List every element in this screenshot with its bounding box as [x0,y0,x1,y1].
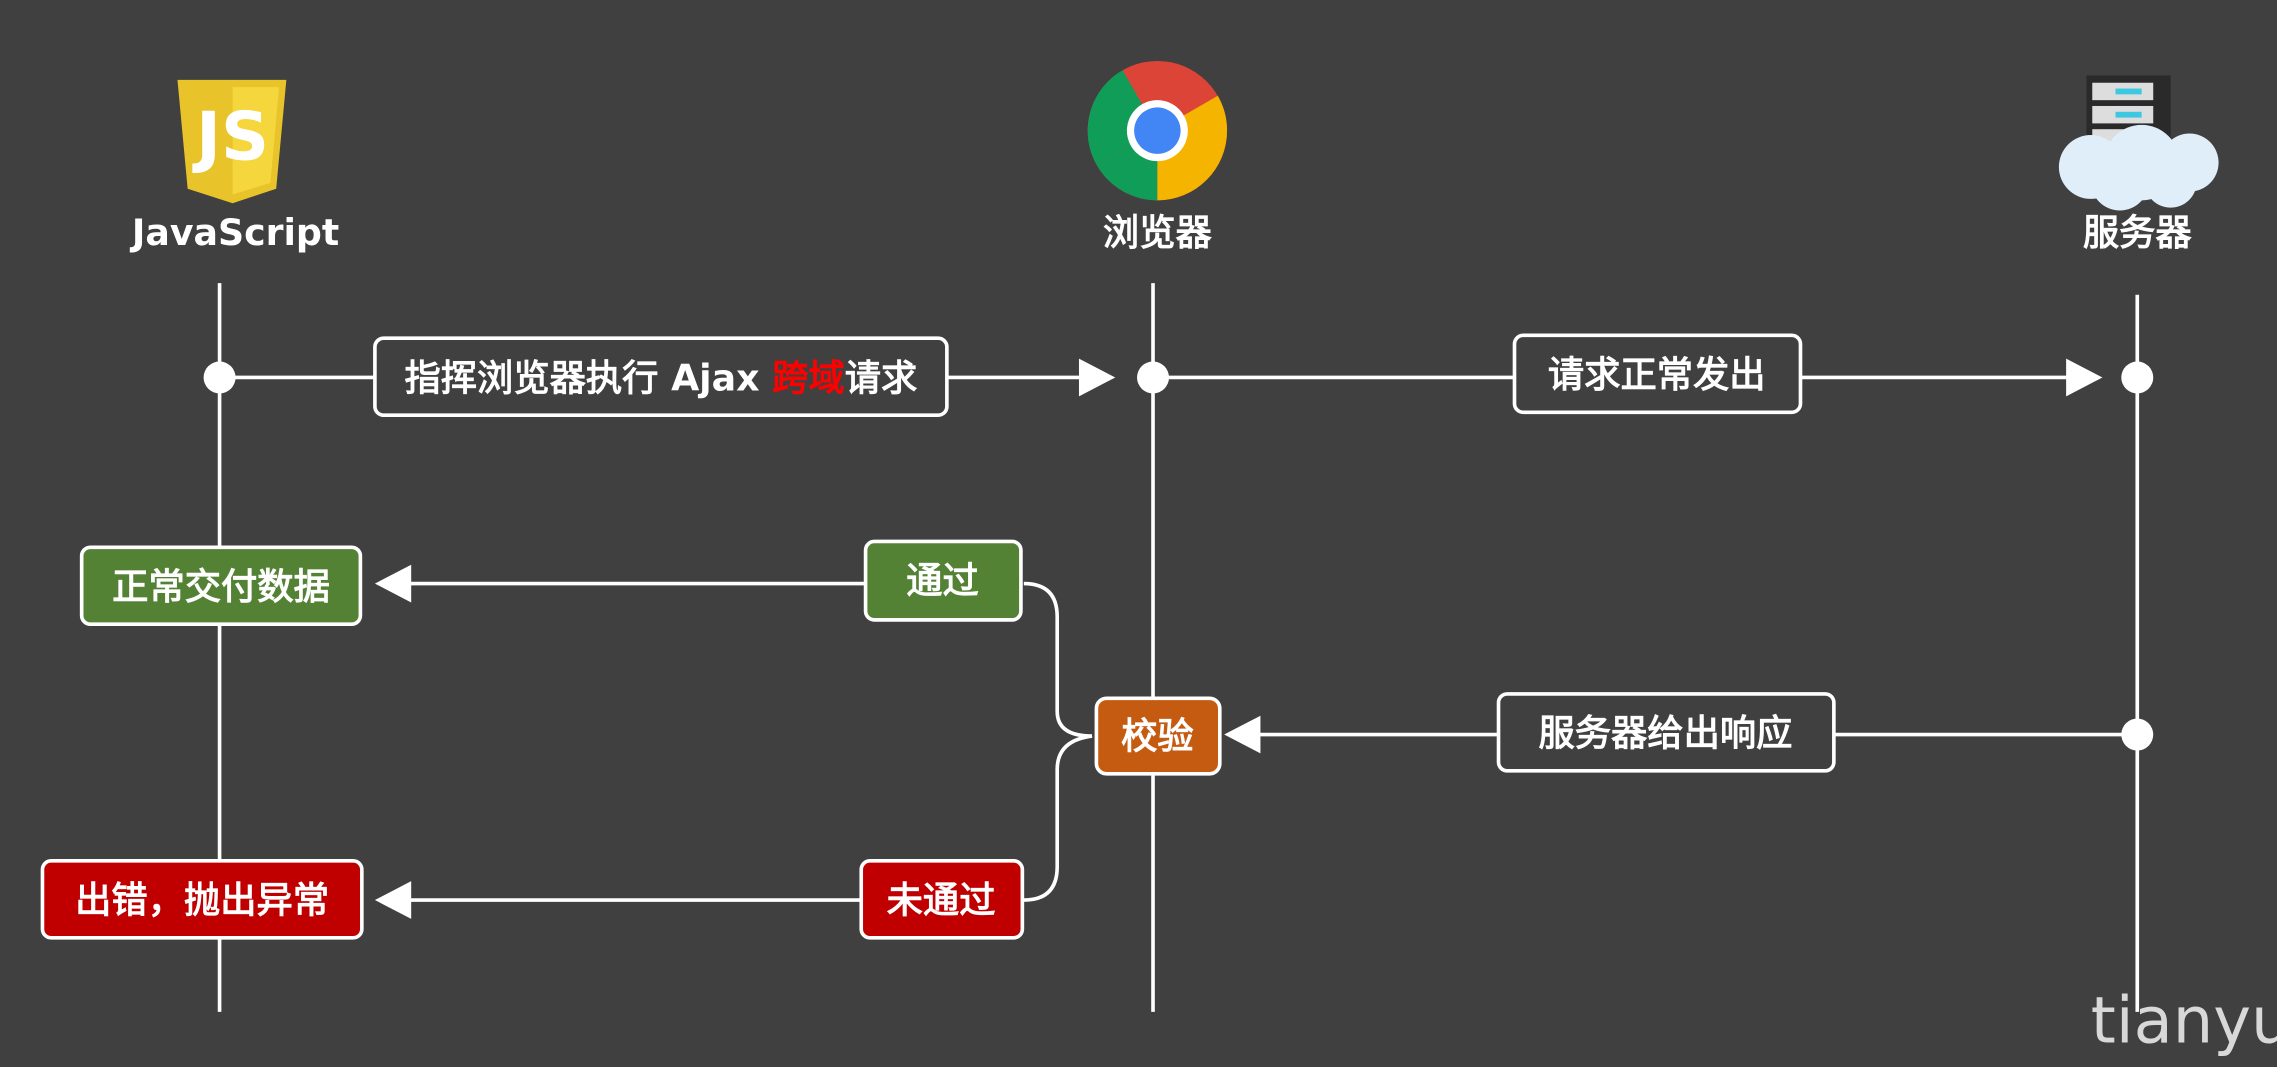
sent-box [1512,333,1803,415]
request-label: 指挥浏览器执行 Ajax 跨域请求 [404,356,918,399]
svg-text:JS: JS [192,98,269,176]
chrome-logo-icon [1087,60,1228,201]
sent-label: 请求正常发出 [1548,353,1766,396]
check-box [1094,696,1222,776]
fail-arrowhead [374,881,412,919]
deliver-box [79,545,363,627]
fail-branch-curve [1023,734,1093,902]
request-box [373,336,949,418]
server-cloud-icon [2058,75,2219,211]
server-label: 服务器 [2083,211,2193,254]
request-arrowhead [1078,358,1116,397]
pass-box [863,539,1023,622]
browser-label: 浏览器 [1103,211,1213,254]
error-label: 出错，抛出异常 [75,879,329,922]
check-label: 校验 [1121,715,1194,758]
response-box [1496,692,1836,773]
javascript-logo-icon: JS [177,79,287,204]
javascript-label: JavaScript [129,211,339,254]
error-box [40,859,364,940]
pass-arrowhead [374,564,412,603]
deliver-label: 正常交付数据 [112,565,330,608]
pass-branch-curve [1023,581,1093,738]
response-arrowhead [1224,715,1261,754]
fail-label: 未通过 [887,879,996,922]
response-label: 服务器给出响应 [1538,712,1792,755]
sent-arrowhead [2066,358,2103,397]
server-receive-dot [2121,361,2154,394]
watermark: tianyu [2091,984,2277,1058]
pass-label: 通过 [906,559,979,602]
fail-box [859,859,1025,940]
